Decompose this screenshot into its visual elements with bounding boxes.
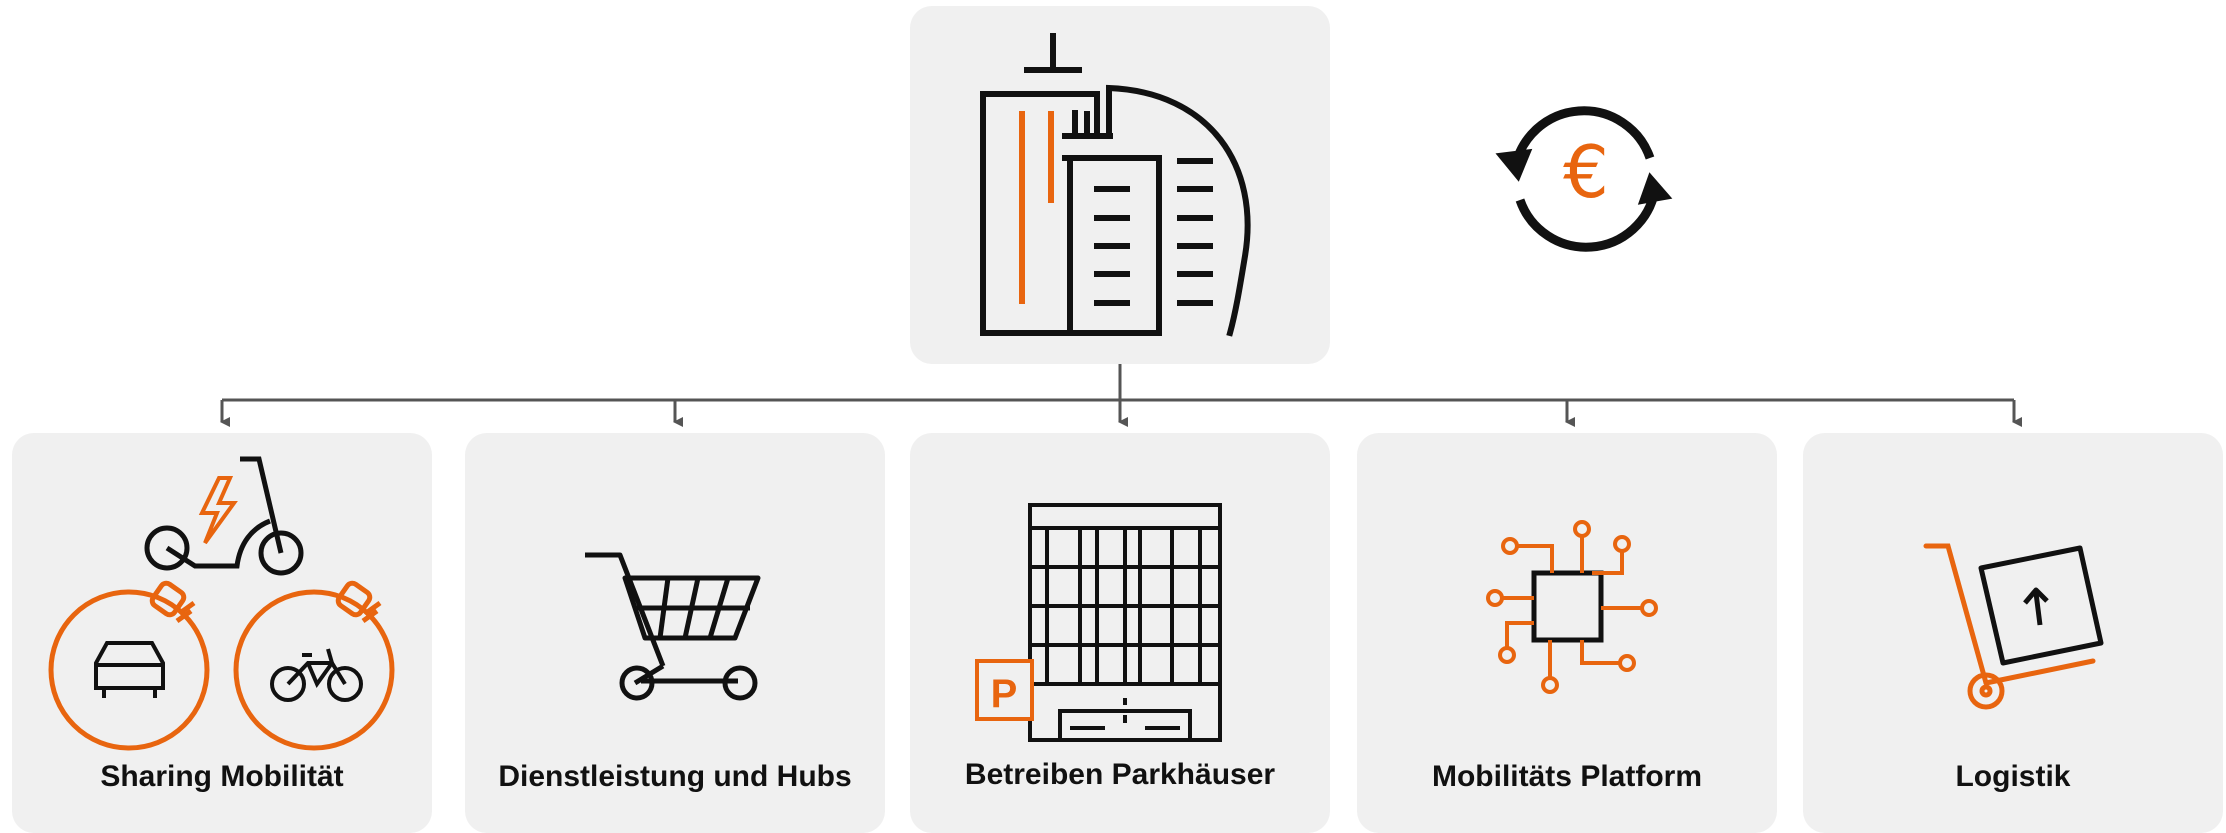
category-label: Logistik [1955, 760, 2071, 793]
company-card [910, 6, 1330, 364]
parking-garage-icon: P [975, 503, 1222, 742]
category-label: Dienstleistung und Hubs [498, 760, 852, 793]
euro-exchange-icon: € [1490, 90, 1680, 260]
connector-tree [220, 364, 2022, 427]
category-card-platform: Mobilitäts Platform [1357, 433, 1777, 833]
e-mobility-sharing-icon [48, 456, 395, 751]
category-label: Betreiben Parkhäuser [964, 758, 1276, 791]
category-card-hubs: Dienstleistung und Hubs [465, 433, 885, 833]
shopping-cart-icon [585, 552, 761, 701]
office-buildings-icon [980, 33, 1251, 337]
hand-truck-icon [1923, 543, 2104, 710]
diagram-canvas: € [12, 6, 2223, 833]
category-card-sharing: Sharing Mobilität [12, 433, 432, 833]
category-label: Mobilitäts Platform [1431, 760, 1702, 793]
euro-symbol: € [1563, 130, 1609, 214]
category-card-logistics: Logistik [1803, 433, 2223, 833]
category-label: Sharing Mobilität [100, 760, 344, 793]
category-card-parking: P Betreiben Parkhäuser [910, 433, 1330, 833]
circuit-chip-icon [1486, 520, 1658, 694]
parking-p-glyph: P [991, 672, 1018, 716]
